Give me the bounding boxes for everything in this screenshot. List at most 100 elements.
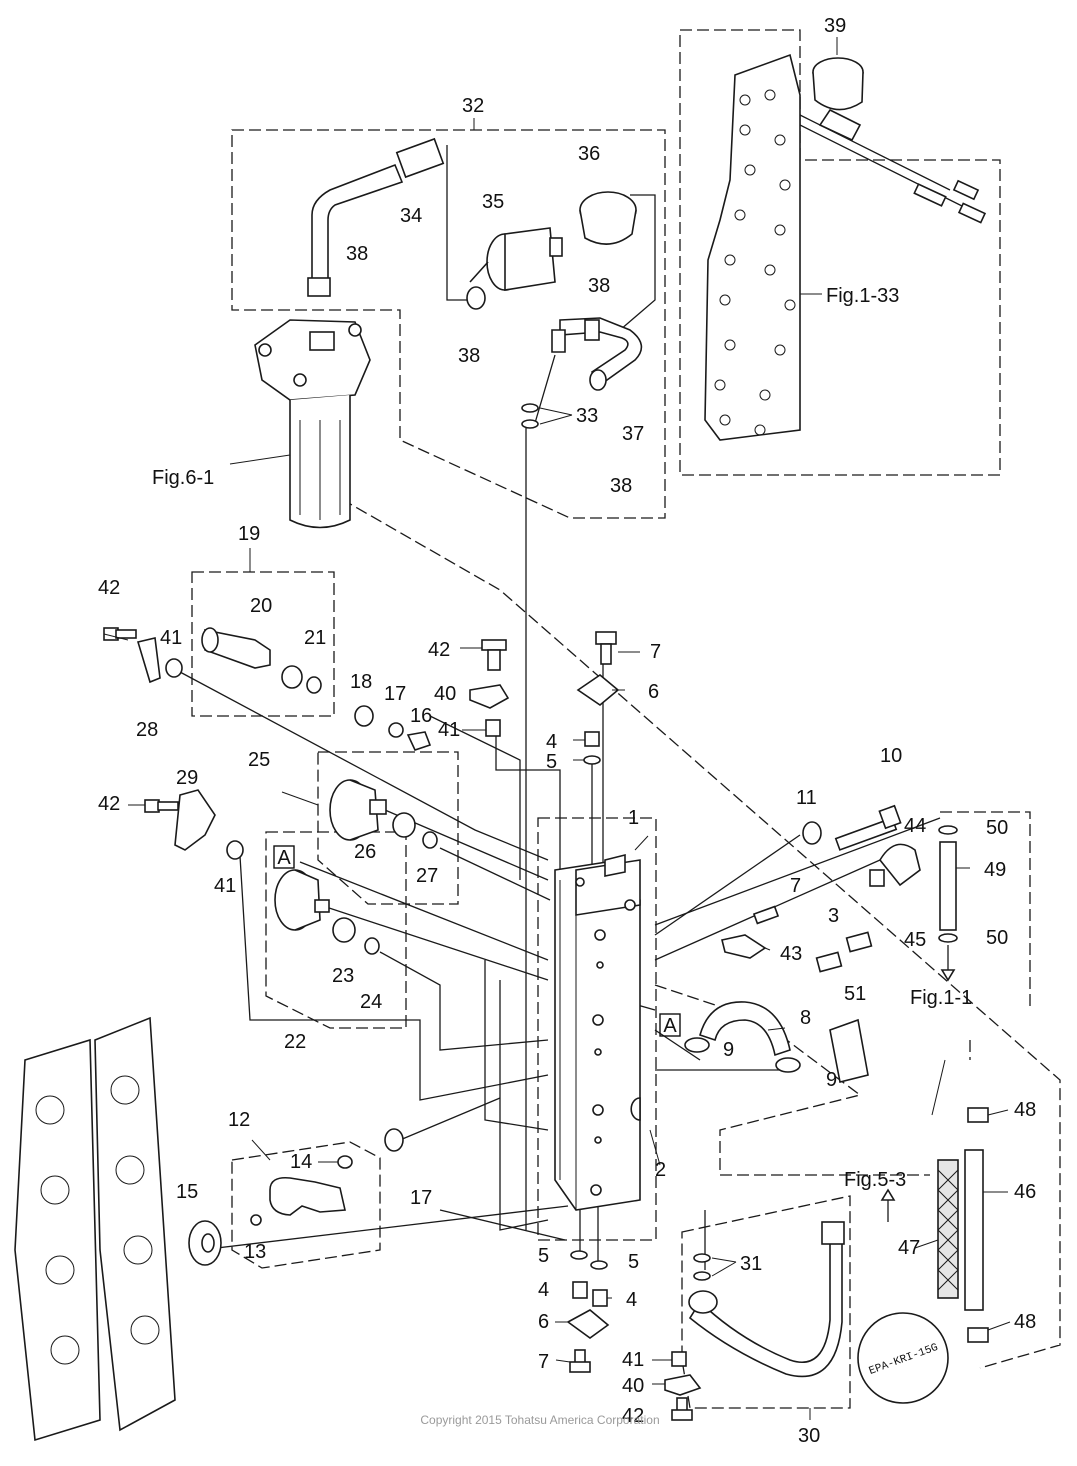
callout-47: 47 — [898, 1237, 920, 1259]
part-17-bush-a — [388, 722, 404, 738]
part-40-plate-a — [469, 684, 510, 709]
callout-7c: 7 — [538, 1351, 549, 1373]
callout-48b: 48 — [1014, 1311, 1036, 1333]
part-36-grommet — [579, 191, 637, 245]
callout-16: 16 — [410, 705, 432, 727]
callout-6b: 6 — [538, 1311, 549, 1333]
callout-41d: 41 — [622, 1349, 644, 1371]
callout-49: 49 — [984, 859, 1006, 881]
part-39-collar — [812, 57, 864, 142]
callout-39: 39 — [824, 15, 846, 37]
ref-fig1-33: Fig.1-33 — [826, 285, 899, 307]
part-30-fuel-pipe — [688, 1221, 845, 1378]
callout-18: 18 — [350, 671, 372, 693]
callout-9a: 9 — [723, 1039, 734, 1061]
callout-40b: 40 — [622, 1375, 644, 1397]
part-13-oring — [250, 1214, 262, 1226]
part-29-bracket — [174, 789, 216, 851]
callout-17a: 17 — [384, 683, 406, 705]
part-5-washer-b — [570, 1250, 588, 1260]
callout-32: 32 — [462, 95, 484, 117]
callout-5b: 5 — [538, 1245, 549, 1267]
callout-41a: 41 — [160, 627, 182, 649]
part-33-washer-a — [521, 403, 539, 413]
callout-13: 13 — [244, 1241, 266, 1263]
group-32-outline — [231, 129, 666, 519]
part-4-plug-c — [592, 1289, 608, 1307]
part-41-collar-c — [226, 840, 244, 860]
callout-37: 37 — [622, 423, 644, 445]
part-41-collar-a — [165, 658, 183, 678]
callout-38a: 38 — [346, 243, 368, 265]
callout-1: 1 — [628, 807, 639, 829]
callout-12: 12 — [228, 1109, 250, 1131]
callout-42c: 42 — [98, 793, 120, 815]
part-42-bolt-d — [671, 1397, 693, 1421]
callout-28: 28 — [136, 719, 158, 741]
callout-42b: 42 — [428, 639, 450, 661]
cylinder-head-gaskets — [14, 1016, 176, 1442]
part-22-valve — [274, 869, 330, 931]
part-4-plug-b — [572, 1281, 588, 1299]
part-5-washer-c — [590, 1260, 608, 1270]
part-34-hose — [311, 137, 445, 283]
callout-27: 27 — [416, 865, 438, 887]
part-28-bracket — [136, 637, 161, 684]
group-12-outline — [231, 1141, 381, 1269]
callout-35: 35 — [482, 191, 504, 213]
part-42-bolt-b — [481, 639, 507, 671]
part-50-clip-a — [938, 825, 958, 835]
callout-46: 46 — [1014, 1181, 1036, 1203]
part-23-oring — [332, 917, 356, 943]
callout-31: 31 — [740, 1253, 762, 1275]
callout-4b: 4 — [538, 1279, 549, 1301]
part-35-fuel-pump — [469, 227, 563, 291]
callout-2: 2 — [655, 1159, 666, 1181]
callout-20: 20 — [250, 595, 272, 617]
part-1-rail — [554, 853, 641, 1211]
part-51-label — [829, 1018, 869, 1083]
callout-48a: 48 — [1014, 1099, 1036, 1121]
part-4-plug-a — [584, 731, 600, 747]
arrow-up-fig5-3-head — [880, 1188, 896, 1201]
callout-leaders — [103, 37, 1011, 1420]
part-9-clamp-a — [684, 1037, 710, 1053]
callout-45: 45 — [904, 929, 926, 951]
part-38-clip-left — [466, 286, 486, 310]
part-12-fitting — [269, 1176, 346, 1216]
callout-41c: 41 — [214, 875, 236, 897]
part-20-valve — [201, 627, 271, 669]
callout-22: 22 — [284, 1031, 306, 1053]
callout-42d: 42 — [622, 1405, 644, 1427]
callout-21: 21 — [304, 627, 326, 649]
group-fig1-33-outline — [679, 29, 1001, 476]
callout-29: 29 — [176, 767, 198, 789]
callout-14: 14 — [290, 1151, 312, 1173]
part-14-oring — [337, 1155, 353, 1169]
callout-30: 30 — [798, 1425, 820, 1447]
part-45-nut — [845, 931, 873, 953]
part-43-bracket — [721, 934, 767, 959]
callout-43: 43 — [780, 943, 802, 965]
part-26-oring — [392, 812, 416, 838]
part-7-bolt-b — [752, 905, 780, 925]
part-21-oring-b — [306, 676, 322, 694]
callout-7b: 7 — [790, 875, 801, 897]
callout-44: 44 — [904, 815, 926, 837]
part-2-fitting — [630, 1097, 641, 1121]
leader-49-group — [940, 811, 1031, 1010]
callout-38d: 38 — [610, 475, 632, 497]
callout-19: 19 — [238, 523, 260, 545]
ref-box-a-1-text: A — [277, 847, 291, 869]
callout-9b: 9 — [826, 1069, 837, 1091]
leader-fig6-to-right — [311, 481, 1061, 1369]
group-25-outline — [317, 751, 459, 905]
group-22-outline — [265, 831, 407, 1029]
part-21-oring-a — [281, 665, 303, 689]
part-42-bolt-c — [144, 799, 179, 813]
callout-41b: 41 — [438, 719, 460, 741]
callout-25: 25 — [248, 749, 270, 771]
part-18-cap — [354, 705, 374, 727]
callout-11: 11 — [796, 787, 817, 809]
